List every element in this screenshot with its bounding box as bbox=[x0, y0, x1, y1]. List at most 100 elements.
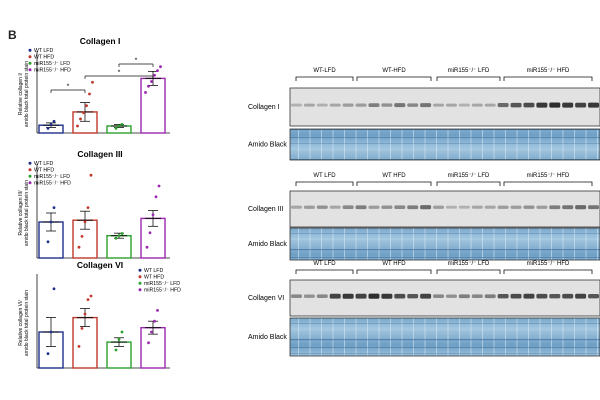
blot-band bbox=[497, 205, 509, 209]
blot-target-label: Collagen I bbox=[248, 104, 280, 111]
data-point bbox=[85, 104, 88, 108]
blot-target-panel bbox=[289, 279, 600, 317]
chart-title: Collagen III bbox=[77, 149, 122, 159]
data-point bbox=[156, 309, 159, 312]
legend-label: miR155⁻/⁻ LFD bbox=[144, 281, 180, 287]
blot-band bbox=[445, 103, 457, 107]
legend-label: miR155⁻/⁻ HFD bbox=[144, 288, 181, 294]
legend-label: WT LFD bbox=[144, 268, 163, 274]
legend-label: WT HFD bbox=[34, 168, 54, 174]
blot-band bbox=[290, 103, 302, 107]
data-point bbox=[156, 69, 159, 72]
y-axis-label: amido black total protein stain bbox=[24, 180, 30, 246]
blot-band bbox=[355, 293, 367, 299]
blot-group-label: WT HFD bbox=[382, 261, 406, 267]
blot-band bbox=[290, 294, 302, 298]
data-point bbox=[46, 126, 50, 130]
y-axis-label: Relative collagen I/ bbox=[18, 72, 24, 115]
blot-group-bracket bbox=[503, 181, 593, 186]
data-point bbox=[89, 294, 93, 298]
blot-band bbox=[316, 294, 328, 298]
legend-swatch bbox=[28, 68, 32, 72]
data-point bbox=[153, 73, 156, 77]
blot-band bbox=[588, 293, 600, 299]
blot-band bbox=[368, 205, 380, 209]
blot-group-label: miR155⁻/⁻ LFD bbox=[448, 68, 490, 74]
blot-band bbox=[420, 293, 432, 299]
data-point bbox=[83, 220, 87, 224]
bar-4 bbox=[140, 77, 166, 134]
data-point bbox=[145, 245, 149, 249]
blot-group-label: miR155⁻/⁻ LFD bbox=[448, 173, 490, 179]
data-point bbox=[159, 65, 162, 69]
legend-swatch bbox=[28, 181, 32, 185]
data-point bbox=[150, 330, 153, 334]
data-point bbox=[154, 195, 158, 199]
blot-group-bracket bbox=[436, 269, 501, 274]
blot-band bbox=[562, 102, 574, 108]
blot-band bbox=[523, 293, 535, 299]
blot-band bbox=[368, 103, 380, 107]
blot-band bbox=[342, 293, 354, 299]
blot-band bbox=[458, 205, 470, 209]
blot-band bbox=[523, 102, 535, 108]
blot-band bbox=[316, 205, 328, 209]
blot-band bbox=[329, 103, 341, 107]
blot-stain-panel bbox=[289, 317, 600, 357]
legend-label: WT HFD bbox=[144, 275, 164, 281]
blot-band bbox=[458, 103, 470, 107]
blot-band bbox=[316, 103, 328, 107]
blot-group-label: WT-HFD bbox=[382, 68, 406, 74]
figure-panel-letter: B bbox=[8, 28, 17, 42]
blot-band bbox=[484, 103, 496, 107]
blot-group-bracket bbox=[503, 269, 593, 274]
blot-band bbox=[329, 205, 341, 209]
blot-band bbox=[471, 205, 483, 209]
legend-swatch bbox=[28, 48, 32, 52]
data-point bbox=[117, 337, 121, 341]
blot-band bbox=[562, 205, 574, 210]
blot-band bbox=[407, 205, 419, 210]
blot-target-label: Collagen III bbox=[248, 206, 283, 213]
blot-band bbox=[342, 103, 354, 107]
legend-swatch bbox=[28, 55, 32, 59]
blot-band bbox=[575, 205, 587, 210]
data-point bbox=[49, 220, 53, 224]
blot-target-panel bbox=[289, 190, 600, 228]
legend-label: miR155⁻/⁻ HFD bbox=[34, 68, 71, 74]
legend-label: WT LFD bbox=[34, 161, 53, 167]
y-axis-label: Relative collagen VI/ bbox=[18, 300, 24, 346]
legend-label: miR155⁻/⁻ LFD bbox=[34, 174, 70, 180]
blot-band bbox=[588, 205, 600, 210]
data-point bbox=[147, 341, 150, 345]
blot-stain-label: Amido Black bbox=[248, 142, 287, 149]
data-point bbox=[46, 352, 50, 355]
data-point bbox=[52, 119, 56, 123]
data-point bbox=[147, 84, 150, 88]
blot-stain-label: Amido Black bbox=[248, 334, 287, 341]
blot-band bbox=[433, 294, 445, 298]
blot-stain-panel bbox=[289, 128, 600, 161]
blot-band bbox=[549, 102, 561, 108]
blot-band bbox=[510, 102, 522, 108]
blot-band bbox=[420, 103, 432, 108]
data-point bbox=[91, 80, 94, 84]
legend-label: miR155⁻/⁻ LFD bbox=[34, 61, 70, 67]
significance-star: * bbox=[118, 70, 121, 77]
data-point bbox=[157, 184, 161, 188]
chart-title: Collagen VI bbox=[77, 260, 123, 270]
data-point bbox=[117, 234, 121, 238]
legend-swatch bbox=[28, 61, 32, 65]
legend-swatch bbox=[138, 268, 142, 272]
data-point bbox=[76, 124, 79, 128]
blot-band bbox=[407, 103, 419, 107]
y-axis-label: amido black total protein stain bbox=[24, 61, 30, 127]
data-point bbox=[144, 91, 147, 94]
blot-band bbox=[484, 205, 496, 209]
blot-band bbox=[575, 102, 587, 108]
blot-band bbox=[588, 102, 600, 108]
